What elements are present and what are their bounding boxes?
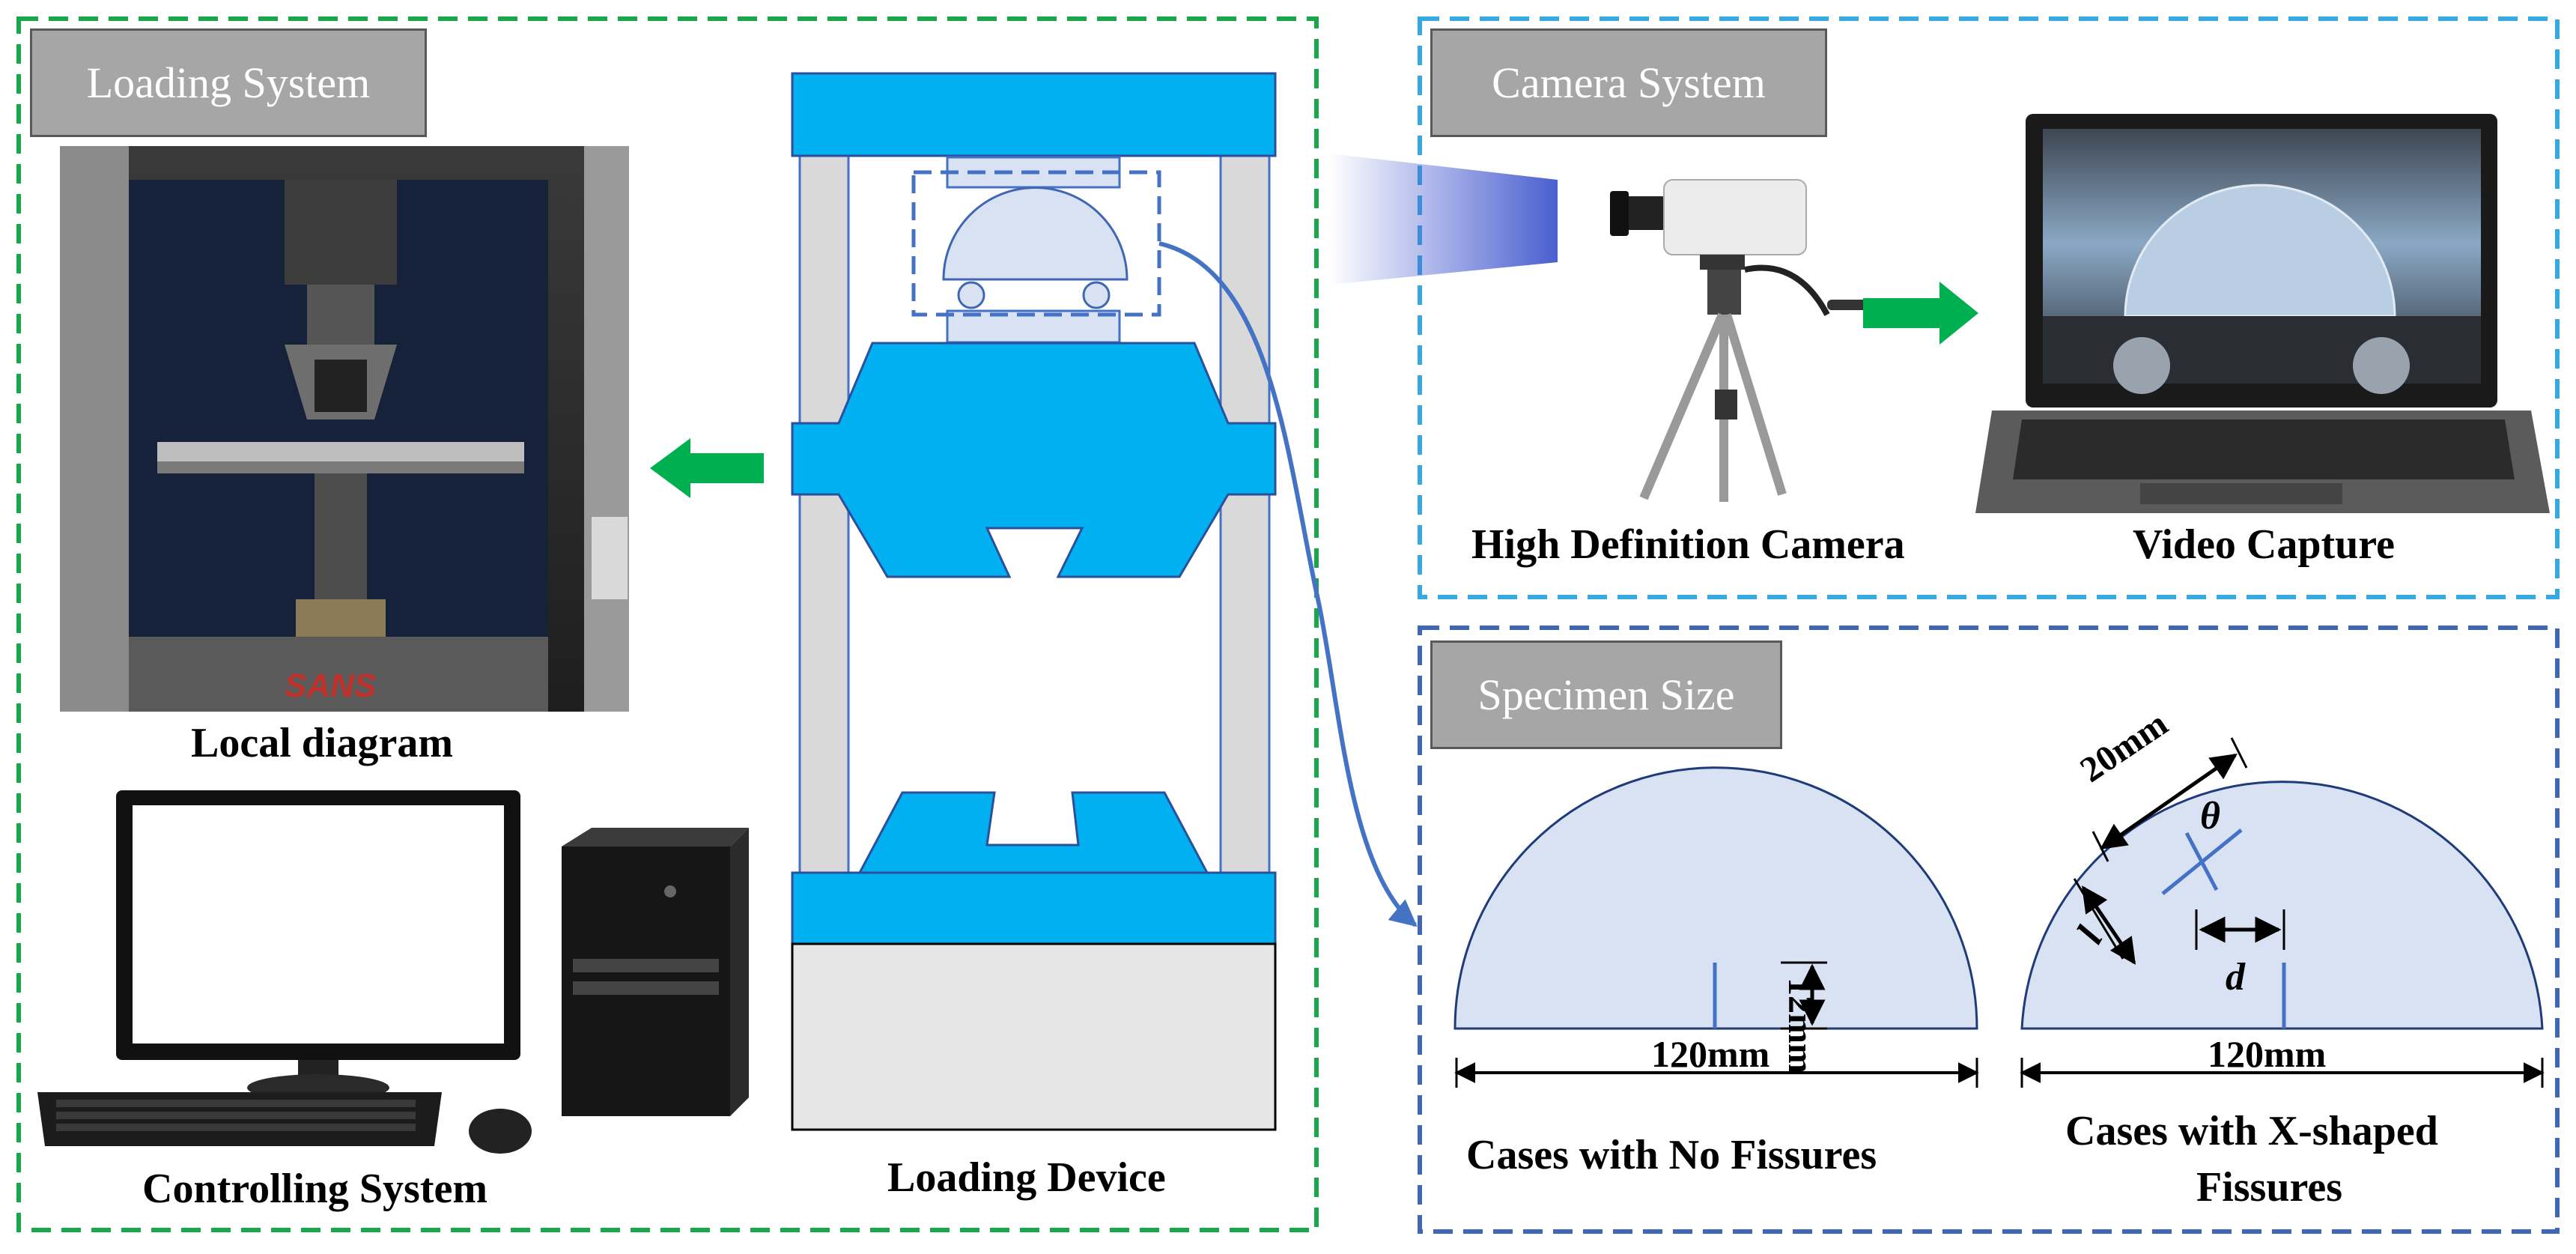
- specimen-size-title: Specimen Size: [1430, 640, 1782, 749]
- case1-width-label: 120mm: [1651, 1033, 1770, 1075]
- hd-camera-illustration: [1610, 179, 1887, 502]
- specimen-case-no-fissures: [1453, 766, 1979, 1088]
- specimen-case-x-fissures: [2020, 737, 2545, 1088]
- controlling-system-caption: Controlling System: [142, 1166, 487, 1212]
- case1-caption: Cases with No Fissures: [1466, 1132, 1877, 1178]
- case1-notch-label: 12mm: [1781, 978, 1820, 1073]
- camera-view-beam: [1329, 154, 1558, 285]
- specimen-size-border: [1418, 626, 2560, 1234]
- video-capture-caption: Video Capture: [2133, 521, 2395, 568]
- arrow-to-video-capture: [1863, 282, 1978, 345]
- laptop-illustration: [1975, 114, 2550, 513]
- case2-caption-line2: Fissures: [2196, 1164, 2342, 1211]
- arrow-to-local-diagram: [650, 438, 764, 498]
- specimen-connector-curve: [1158, 241, 1418, 927]
- case2-width-label: 120mm: [2208, 1033, 2327, 1075]
- case2-caption-line1: Cases with X-shaped: [2065, 1108, 2438, 1154]
- camera-system-title: Camera System: [1430, 28, 1827, 137]
- local-diagram-photo: SANS: [60, 146, 629, 712]
- camera-system-border: [1418, 16, 2560, 599]
- loading-system-border: [16, 16, 1319, 1232]
- case2-theta-label: θ: [2200, 795, 2220, 837]
- loading-system-title: Loading System: [30, 28, 427, 137]
- local-diagram-caption: Local diagram: [191, 720, 453, 766]
- controlling-system-illustration: [37, 790, 749, 1154]
- loading-device-caption: Loading Device: [887, 1154, 1166, 1201]
- case2-d-label: d: [2226, 956, 2245, 999]
- loading-device: [791, 72, 1277, 1131]
- svg-text:SANS: SANS: [285, 667, 376, 704]
- hd-camera-caption: High Definition Camera: [1471, 521, 1905, 568]
